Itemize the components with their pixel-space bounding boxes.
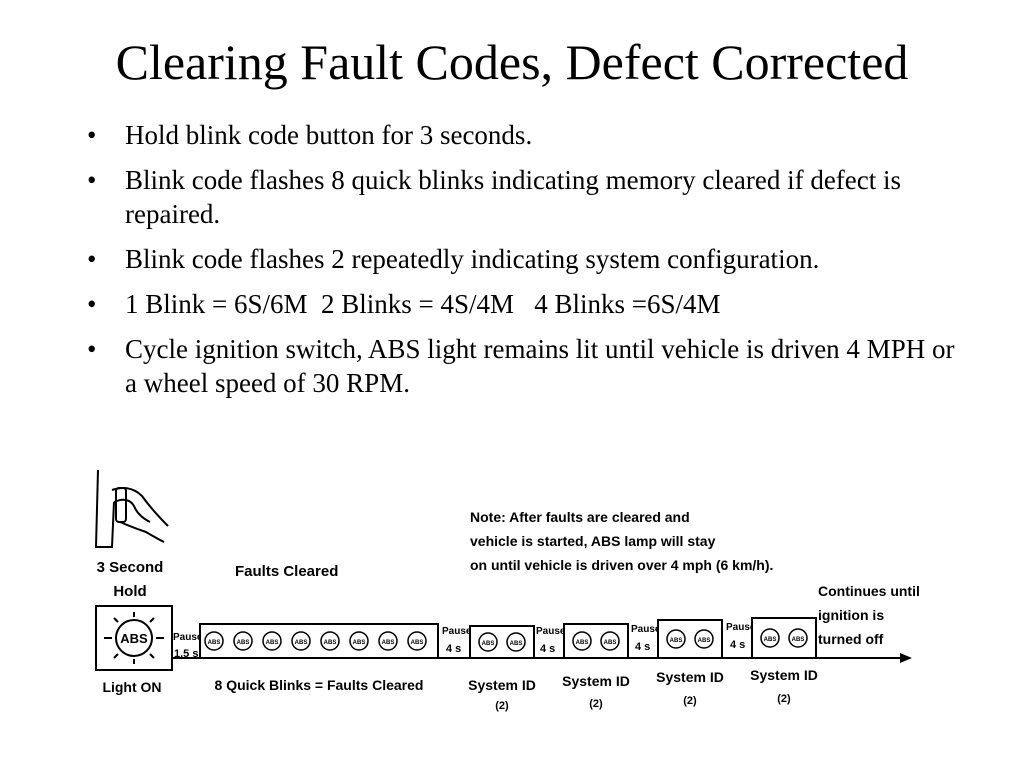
pause-duration: 4 s [540,643,555,655]
blink-icon: ABS [478,632,498,652]
blink-icon: ABS [760,628,780,648]
system-id-sub: (2) [777,693,791,705]
svg-text:ABS: ABS [604,640,617,646]
svg-text:ABS: ABS [266,640,279,646]
svg-text:ABS: ABS [382,640,395,646]
pause-duration: 1.5 s [174,648,198,660]
svg-text:ABS: ABS [353,640,366,646]
blink-timeline-svg: 3 Second Hold Faults Cleared Note: After… [94,469,920,712]
system-id-sub: (2) [495,700,509,712]
svg-text:ABS: ABS [324,640,337,646]
blink-icon: ABS [262,631,282,651]
blink-icon: ABS [407,631,427,651]
pause-duration: 4 s [635,641,650,653]
blink-icon: ABS [291,631,311,651]
hand-press-icon [94,469,169,548]
note-line1: Note: After faults are cleared and [470,509,690,525]
blink-code-diagram: 3 Second Hold Faults Cleared Note: After… [90,462,920,722]
bullet-item: Hold blink code button for 3 seconds. [87,118,967,152]
blink-icon: ABS [349,631,369,651]
pause-label: Pause [536,626,566,637]
quick-blinks-group: ABS ABS ABS ABS ABS ABS ABS ABS [204,631,427,651]
blink-icon: ABS [600,631,620,651]
slide-title: Clearing Fault Codes, Defect Corrected [115,34,909,90]
bullet-list: Hold blink code button for 3 seconds. Bl… [87,118,967,411]
pause-label: Pause [631,624,661,635]
hold-label-line1: 3 Second [97,559,164,576]
faults-cleared-label: Faults Cleared [235,563,338,580]
svg-text:ABS: ABS [208,640,221,646]
bullet-item: Cycle ignition switch, ABS light remains… [87,332,967,400]
continues-line3: turned off [818,631,884,647]
svg-text:ABS: ABS [792,637,805,643]
abs-lamp-icon: ABS [95,605,173,671]
system-id-label: System ID [656,669,724,685]
bullet-item: 1 Blink = 6S/6M 2 Blinks = 4S/4M 4 Blink… [87,287,967,321]
pause-duration: 4 s [446,643,461,655]
blink-icon: ABS [320,631,340,651]
light-on-label: Light ON [102,679,161,695]
blink-icon: ABS [572,631,592,651]
pause-label: Pause [726,622,756,633]
blink-icon: ABS [233,631,253,651]
hold-label-line2: Hold [113,583,146,600]
svg-text:ABS: ABS [510,641,523,647]
pause-label: Pause [173,632,203,643]
svg-text:ABS: ABS [237,640,250,646]
blink-icon: ABS [204,631,224,651]
svg-text:ABS: ABS [295,640,308,646]
blink-icon: ABS [378,631,398,651]
note-line2: vehicle is started, ABS lamp will stay [470,533,716,549]
pause-label: Pause [442,626,472,637]
bullet-item: Blink code flashes 8 quick blinks indica… [87,163,967,231]
svg-text:ABS: ABS [670,638,683,644]
svg-text:ABS: ABS [576,640,589,646]
blink-icon: ABS [788,628,808,648]
system-id-sub: (2) [589,698,603,710]
svg-text:ABS: ABS [698,638,711,644]
svg-text:ABS: ABS [411,640,424,646]
blink-icon: ABS [506,632,526,652]
system-id-sub: (2) [683,695,697,707]
timeline-arrowhead [900,653,912,663]
continues-line2: ignition is [818,607,884,623]
abs-lamp-text: ABS [120,631,148,646]
blink-icon: ABS [694,629,714,649]
note-line3: on until vehicle is driven over 4 mph (6… [470,557,773,573]
blink-icon: ABS [666,629,686,649]
system-id-label: System ID [750,667,818,683]
svg-text:ABS: ABS [482,641,495,647]
svg-text:ABS: ABS [764,637,777,643]
continues-line1: Continues until [818,583,920,599]
eight-blinks-label: 8 Quick Blinks = Faults Cleared [215,677,424,693]
bullet-item: Blink code flashes 2 repeatedly indicati… [87,242,967,276]
pause-duration: 4 s [730,639,745,651]
system-id-label: System ID [468,677,536,693]
system-id-label: System ID [562,673,630,689]
